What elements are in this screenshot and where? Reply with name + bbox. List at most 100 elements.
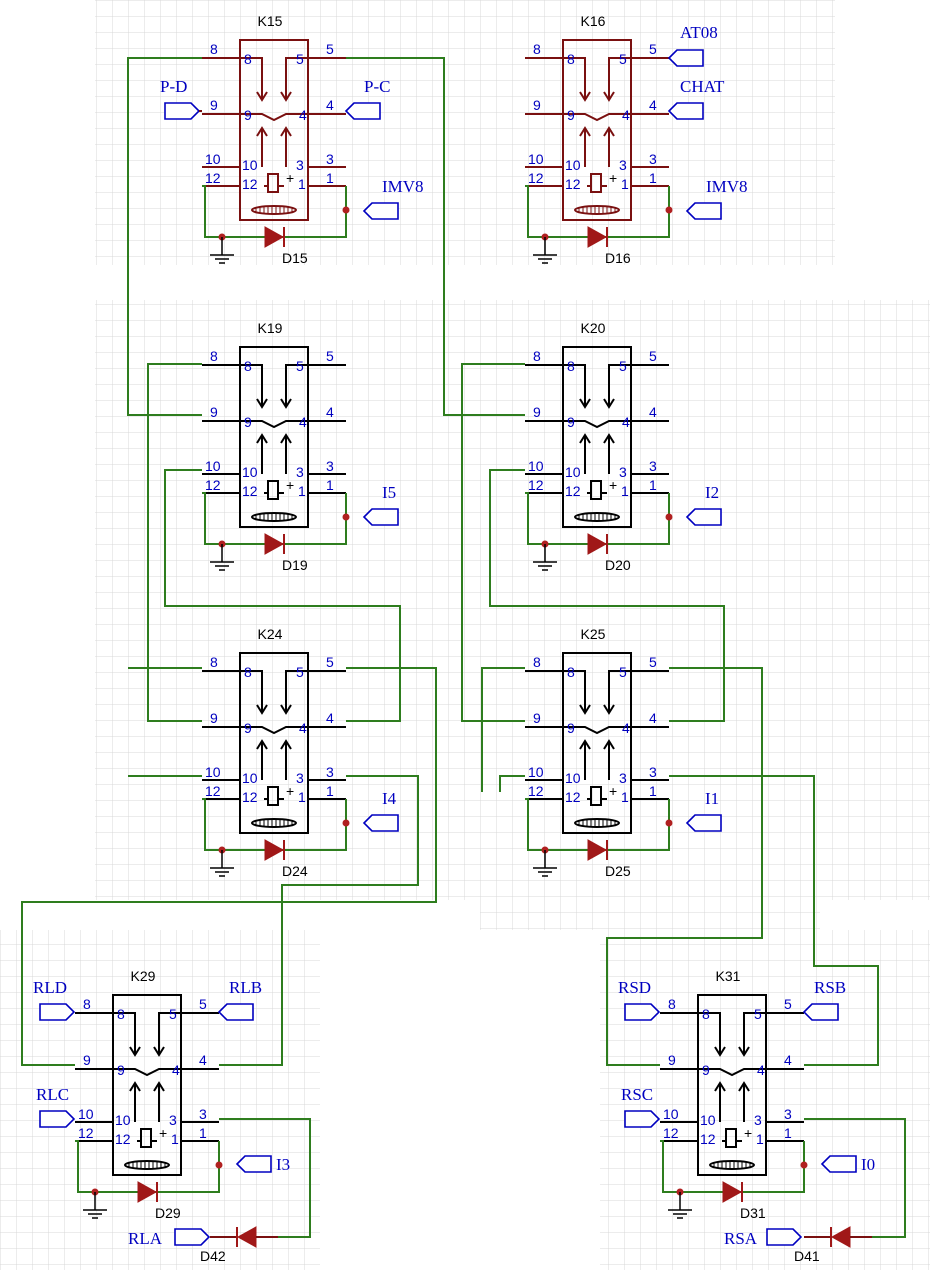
diode-label: D19 <box>282 557 308 573</box>
contact-lower <box>280 433 292 474</box>
pin-number: 9 <box>83 1052 91 1068</box>
pin-number: 4 <box>172 1062 180 1078</box>
pin-number: 3 <box>326 151 334 167</box>
pin-number: 12 <box>663 1125 679 1141</box>
relay-oval <box>124 1160 170 1170</box>
coil-loop <box>75 1140 220 1193</box>
pin-number: 1 <box>649 477 657 493</box>
pin-number: 12 <box>528 783 544 799</box>
coil <box>590 173 602 193</box>
relay-name: K25 <box>581 626 606 642</box>
diode-label: D24 <box>282 863 308 879</box>
pin-number: 12 <box>242 483 258 499</box>
relay-name: K24 <box>258 626 283 642</box>
wire <box>147 363 202 722</box>
pin-number: 9 <box>668 1052 676 1068</box>
arrow <box>129 1046 141 1057</box>
diode-body <box>587 839 608 861</box>
pin-number: 3 <box>784 1106 792 1122</box>
contact-lower <box>603 126 615 167</box>
pin-number: 4 <box>326 710 334 726</box>
pin-number: 4 <box>649 404 657 420</box>
pin-number: 1 <box>756 1131 764 1147</box>
relay-oval <box>251 512 297 522</box>
undefined-flag <box>39 1110 76 1128</box>
pin-number: 3 <box>754 1112 762 1128</box>
pin-number: 10 <box>663 1106 679 1122</box>
contact-lower <box>280 739 292 780</box>
relay-oval <box>251 818 297 828</box>
net-label-imv8: IMV8 <box>706 177 748 196</box>
net-label-imv8: IMV8 <box>382 177 424 196</box>
coil-plus: + <box>609 783 617 799</box>
arrow <box>738 1046 750 1057</box>
chat-flag <box>667 102 704 120</box>
wire <box>461 363 525 722</box>
relay-oval <box>574 205 620 215</box>
pin-number: 4 <box>622 720 630 736</box>
diode-body <box>264 226 285 248</box>
pin-number: 3 <box>619 770 627 786</box>
at08-flag <box>667 49 704 67</box>
contact-common <box>563 420 631 429</box>
relay-oval <box>251 205 297 215</box>
coil-plus: + <box>609 170 617 186</box>
contact-no <box>608 364 631 407</box>
relay-name: K15 <box>258 13 283 29</box>
contact-common <box>563 113 631 122</box>
i0-flag <box>820 1155 857 1173</box>
contact-lower <box>256 739 268 780</box>
wire <box>164 469 401 722</box>
contact-lower <box>579 739 591 780</box>
pin-number: 9 <box>210 97 218 113</box>
diode-label: D31 <box>740 1205 766 1221</box>
diode-body <box>587 533 608 555</box>
coil-loop <box>202 798 347 851</box>
wires <box>21 57 906 1238</box>
pin-number: 3 <box>649 764 657 780</box>
pin-number: 3 <box>296 770 304 786</box>
pin-number: 5 <box>754 1006 762 1022</box>
pin-number: 4 <box>622 107 630 123</box>
pin-number: 9 <box>244 107 252 123</box>
pin-number: 12 <box>205 477 221 493</box>
k20_coil-flag <box>685 508 722 526</box>
diode-body <box>722 1181 743 1203</box>
rsb-flag <box>802 1003 839 1021</box>
relay-name: K29 <box>131 968 156 984</box>
pin-number: 8 <box>210 654 218 670</box>
k19_coil-flag <box>362 508 399 526</box>
net-label-k25_coil: I1 <box>705 789 719 808</box>
pin-number: 12 <box>528 477 544 493</box>
contact-lower <box>256 126 268 167</box>
junction-dot <box>342 819 350 827</box>
contact-no <box>285 670 308 713</box>
coil-plus: + <box>744 1125 752 1141</box>
relay-name: K31 <box>716 968 741 984</box>
pin-number: 10 <box>242 157 258 173</box>
pin-number: 5 <box>296 358 304 374</box>
relay-oval <box>709 1160 755 1170</box>
diode-label: D20 <box>605 557 631 573</box>
pin-number: 4 <box>757 1062 765 1078</box>
pin-number: 12 <box>528 170 544 186</box>
pin-number: 12 <box>205 170 221 186</box>
arrow <box>280 398 292 409</box>
i3-flag <box>235 1155 272 1173</box>
wire <box>606 667 763 1066</box>
p-c-flag <box>344 102 381 120</box>
pin-number: 9 <box>533 97 541 113</box>
pin-number: 5 <box>296 664 304 680</box>
undefined-flag <box>174 1228 211 1246</box>
contact-lower <box>579 433 591 474</box>
coil-loop <box>660 1140 805 1193</box>
coil <box>725 1128 737 1148</box>
pin-number: 5 <box>199 996 207 1012</box>
pin-number: 8 <box>210 41 218 57</box>
pin-number: 5 <box>169 1006 177 1022</box>
coil <box>267 786 279 806</box>
